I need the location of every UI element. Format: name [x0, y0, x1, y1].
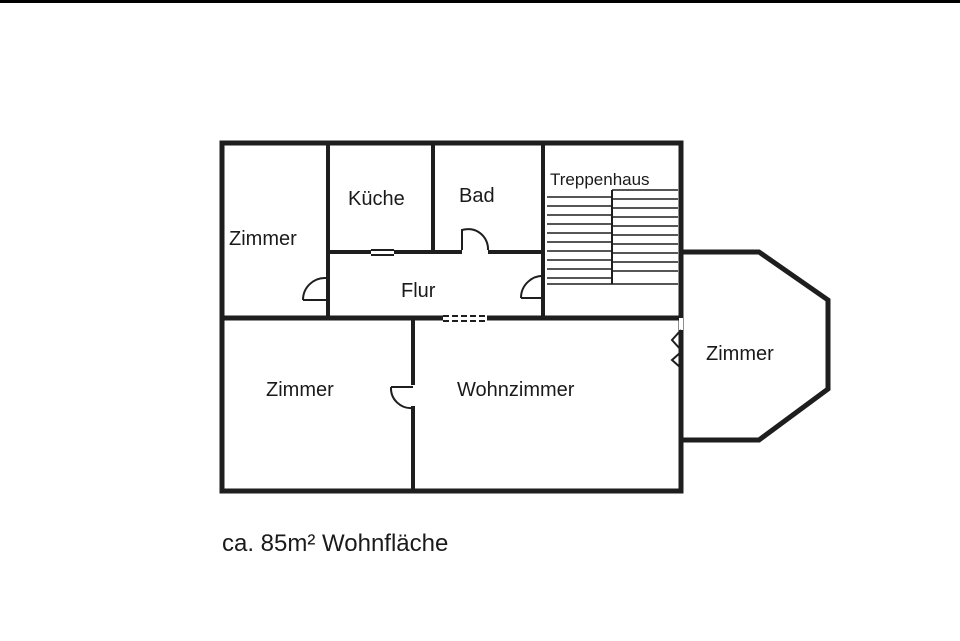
- room-label-kueche: Küche: [348, 188, 405, 210]
- room-label-zimmer-right: Zimmer: [706, 343, 774, 365]
- top-border: [0, 0, 960, 3]
- room-label-treppenhaus: Treppenhaus: [550, 170, 650, 189]
- room-label-wohnzimmer: Wohnzimmer: [457, 379, 575, 401]
- room-label-zimmer-left-bottom: Zimmer: [266, 379, 334, 401]
- bay-wall: [681, 249, 831, 443]
- door-swing: [301, 276, 327, 301]
- door-swing: [519, 274, 546, 299]
- room-label-zimmer-left-top: Zimmer: [229, 228, 297, 250]
- room-label-flur: Flur: [401, 280, 436, 302]
- door-swing: [670, 329, 682, 369]
- door-swing: [461, 228, 490, 251]
- door-swing: [389, 386, 414, 410]
- room-label-bad: Bad: [459, 185, 495, 207]
- living-area-caption: ca. 85m² Wohnfläche: [222, 530, 449, 557]
